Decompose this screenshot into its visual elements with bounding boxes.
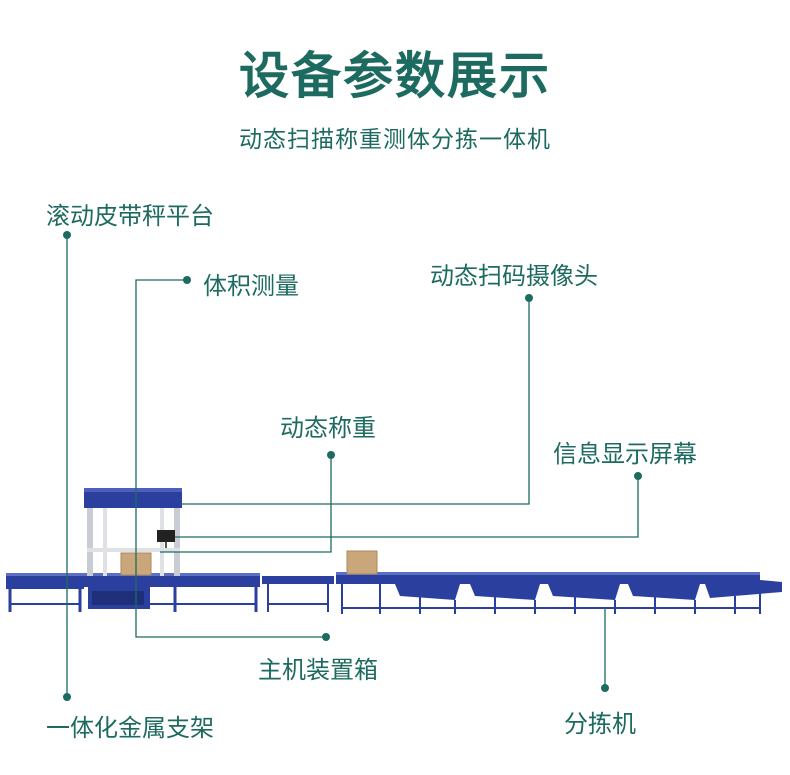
frame-leg-right <box>174 506 180 576</box>
machine-illustration <box>6 488 782 614</box>
callout-info-screen: 信息显示屏幕 <box>553 440 697 468</box>
dot-weighing <box>327 451 335 459</box>
dot-main-box <box>322 633 330 641</box>
dot-volume <box>183 276 191 284</box>
dot-info-screen <box>634 472 642 480</box>
page-title: 设备参数展示 <box>239 47 551 105</box>
page-subtitle: 动态扫描称重测体分拣一体机 <box>239 127 551 153</box>
callout-lines <box>66 235 639 697</box>
sorter-machine <box>336 550 782 614</box>
callout-scan-camera: 动态扫码摄像头 <box>430 262 598 290</box>
callout-sorter: 分拣机 <box>564 710 636 738</box>
infeed-conveyor <box>6 575 84 589</box>
dot-roller-platform <box>63 231 71 239</box>
parcel-box-2 <box>346 550 378 575</box>
dot-scan-camera <box>525 294 533 302</box>
callout-volume-measure: 体积测量 <box>203 272 299 300</box>
callout-main-box: 主机装置箱 <box>258 656 378 684</box>
callout-metal-frame: 一体化金属支架 <box>46 714 214 742</box>
volume-measure-head <box>84 490 182 508</box>
dot-metal-frame <box>63 693 71 701</box>
frame-leg-left <box>87 506 93 576</box>
info-display-screen <box>157 530 175 542</box>
weighing-belt <box>84 575 260 587</box>
callout-roller-platform: 滚动皮带秤平台 <box>46 202 214 230</box>
dot-sorter <box>601 684 609 692</box>
callout-dots <box>63 231 642 701</box>
callout-dynamic-weighing: 动态称重 <box>280 414 376 442</box>
